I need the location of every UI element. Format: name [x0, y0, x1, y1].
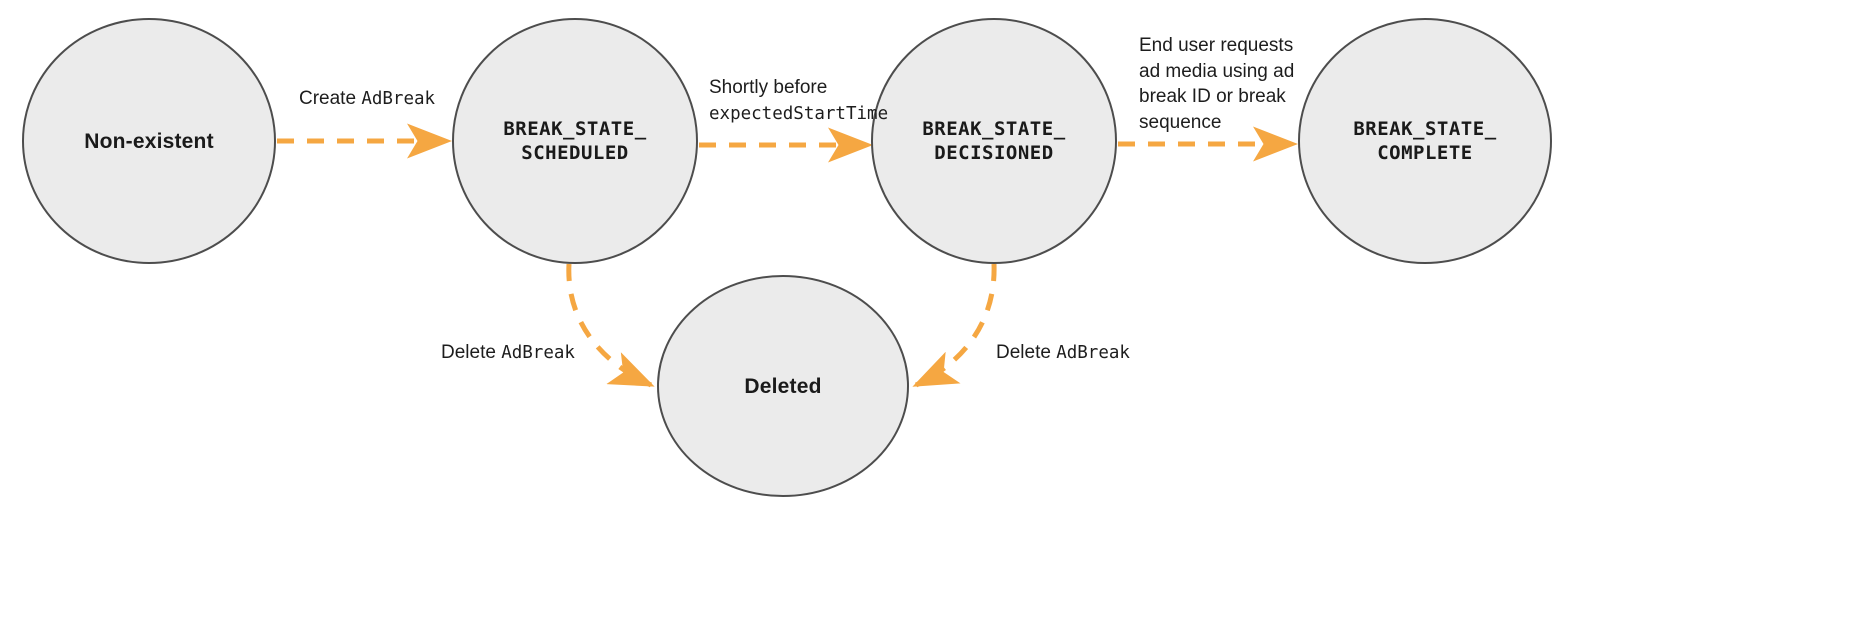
edges-layer	[277, 123, 1299, 388]
node-non-existent[interactable]	[22, 18, 276, 264]
node-break-state-complete[interactable]	[1298, 18, 1552, 264]
node-break-state-scheduled[interactable]	[452, 18, 698, 264]
nodes-layer	[22, 18, 1552, 497]
node-break-state-decisioned[interactable]	[871, 18, 1117, 264]
edge-delete-adbreak-from-decisioned	[912, 263, 997, 388]
node-deleted[interactable]	[657, 275, 909, 497]
edge-delete-adbreak-from-scheduled	[566, 263, 655, 388]
